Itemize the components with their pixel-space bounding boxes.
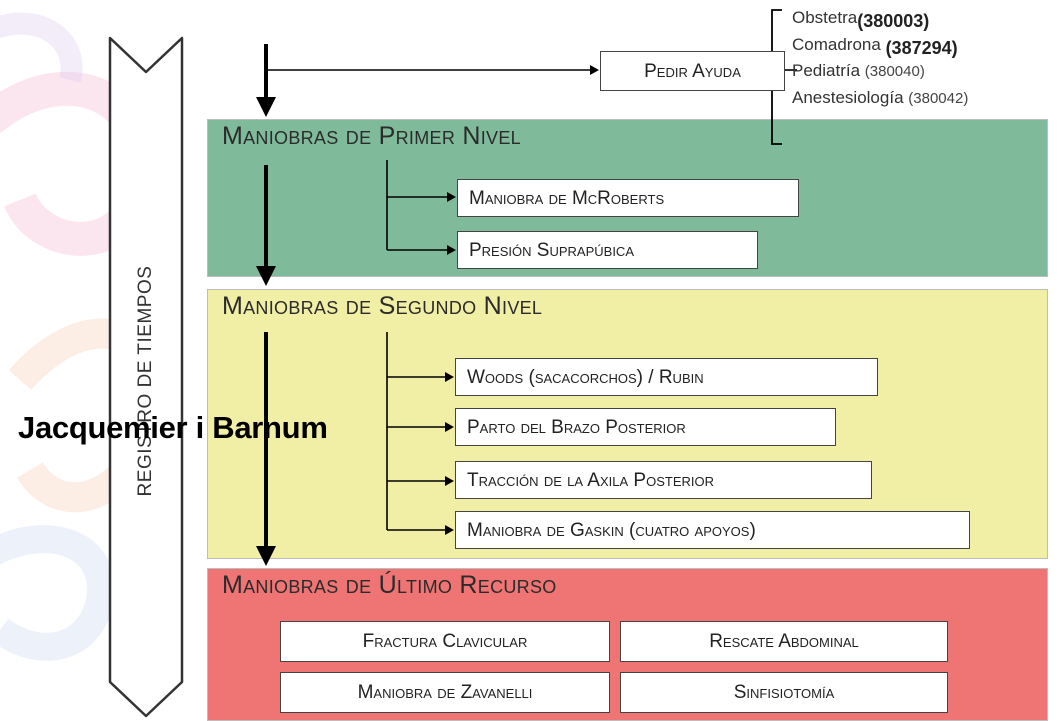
overlay-caption: Jacquemier i Barnum xyxy=(18,410,328,445)
maneuver-box-woods-rubin: Woods (sacacorchos) / Rubin xyxy=(455,358,878,396)
staff-item: Obstetra(380003) xyxy=(792,4,968,31)
maneuver-box-gaskin: Maniobra de Gaskin (cuatro apoyos) xyxy=(455,511,970,549)
panel-first-level-title: Maniobras de Primer Nivel xyxy=(222,122,521,150)
staff-item: Anestesiología (380042) xyxy=(792,85,968,112)
maneuver-box-clavicle-fracture: Fractura Clavicular xyxy=(280,621,610,662)
staff-code: (387294) xyxy=(885,38,958,58)
staff-list: Obstetra(380003) Comadrona (387294) Pedi… xyxy=(792,4,968,112)
maneuver-box-symphysiotomy: Sinfisiotomía xyxy=(620,672,948,713)
maneuver-box-posterior-axilla: Tracción de la Axila Posterior xyxy=(455,461,872,499)
maneuver-box-suprapubic: Presión Suprapúbica xyxy=(457,231,758,269)
timeline-label: REGISTRO DE TIEMPOS xyxy=(135,265,156,497)
panel-second-level-title: Maniobras de Segundo Nivel xyxy=(222,292,543,320)
staff-code: (380040) xyxy=(864,63,925,80)
maneuver-box-mcroberts: Maniobra de McRoberts xyxy=(457,179,799,217)
staff-item: Pediatría (380040) xyxy=(792,58,968,85)
maneuver-box-zavanelli: Maniobra de Zavanelli xyxy=(280,672,610,713)
maneuver-box-abdominal-rescue: Rescate Abdominal xyxy=(620,621,948,662)
staff-role: Obstetra xyxy=(792,8,858,27)
staff-item: Comadrona (387294) xyxy=(792,31,968,58)
panel-last-resort-title: Maniobras de Último Recurso xyxy=(222,571,557,599)
staff-role: Pediatría xyxy=(792,61,861,80)
staff-code: (380003) xyxy=(857,11,930,31)
staff-role: Anestesiología xyxy=(792,88,904,107)
help-box: Pedir Ayuda xyxy=(600,51,785,91)
maneuver-box-posterior-arm: Parto del Brazo Posterior xyxy=(455,408,836,446)
staff-code: (380042) xyxy=(908,90,969,107)
staff-role: Comadrona xyxy=(792,35,881,54)
